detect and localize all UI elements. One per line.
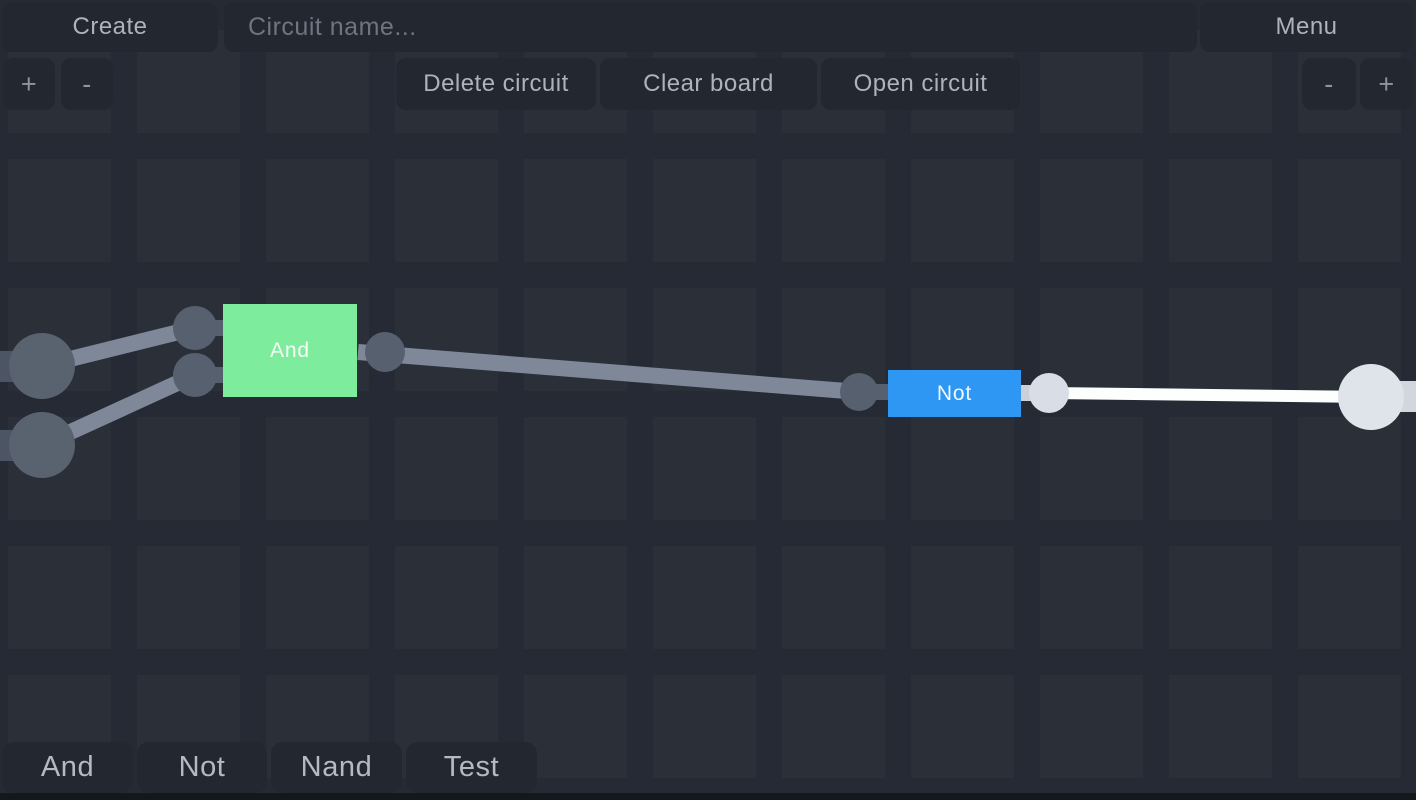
palette-item-test[interactable]: Test <box>406 742 537 793</box>
zoom-in-button-right[interactable]: + <box>1360 58 1413 110</box>
palette-item-nand[interactable]: Nand <box>271 742 402 793</box>
clear-board-button[interactable]: Clear board <box>600 58 817 110</box>
bottom-edge-strip <box>0 793 1416 800</box>
zoom-in-button-left[interactable]: + <box>3 58 55 110</box>
input-terminal-1[interactable] <box>9 333 75 399</box>
zoom-out-button-right[interactable]: - <box>1302 58 1356 110</box>
and-input-node-2[interactable] <box>173 353 217 397</box>
palette-item-and[interactable]: And <box>2 742 133 793</box>
menu-button[interactable]: Menu <box>1200 2 1413 52</box>
not-gate[interactable]: Not <box>888 370 1021 417</box>
not-output-node[interactable] <box>1029 373 1069 413</box>
palette-item-not[interactable]: Not <box>137 742 267 793</box>
open-circuit-button[interactable]: Open circuit <box>821 58 1020 110</box>
delete-circuit-button[interactable]: Delete circuit <box>396 58 596 110</box>
circuit-name-input[interactable] <box>224 2 1197 52</box>
zoom-out-button-left[interactable]: - <box>61 58 113 110</box>
and-gate-label: And <box>270 338 310 362</box>
wire-not-to-output <box>1048 387 1372 403</box>
input-terminal-2[interactable] <box>9 412 75 478</box>
output-terminal[interactable] <box>1338 364 1404 430</box>
not-gate-label: Not <box>936 381 973 405</box>
and-output-node[interactable] <box>365 332 405 372</box>
not-input-node[interactable] <box>840 373 878 411</box>
wire-and-to-not <box>357 344 860 400</box>
and-gate[interactable]: And <box>223 304 357 397</box>
create-button[interactable]: Create <box>2 2 218 52</box>
and-input-node-1[interactable] <box>173 306 217 350</box>
